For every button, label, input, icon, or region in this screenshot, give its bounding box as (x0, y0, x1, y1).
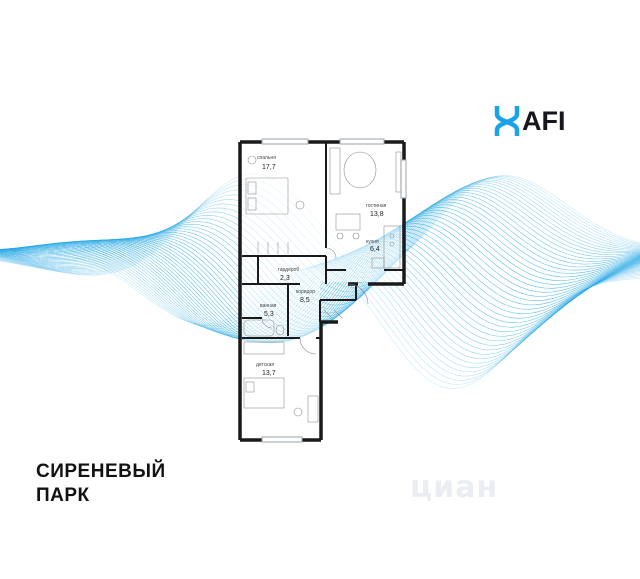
windows (261, 138, 407, 443)
room-area-kitchen: 6,4 (370, 246, 380, 253)
interior-walls (242, 143, 404, 339)
room-label-living: гостиная (366, 203, 387, 209)
tv-stand (395, 151, 402, 193)
afi-logo-text: AFI (522, 105, 566, 136)
room-area-bedroom: 17,7 (262, 164, 276, 171)
apartment-plan: спальня 17,7 гостиная 13,8 кухня 6,4 гар… (238, 138, 407, 443)
room-area-storage: 2,3 (280, 275, 290, 282)
sofa (329, 147, 341, 195)
rug (343, 151, 377, 189)
room-label-bathroom: ванная (260, 303, 277, 309)
bedroom-lamp (247, 155, 257, 165)
project-name-line1: СИРЕНЕВЫЙ (36, 461, 166, 482)
room-area-bathroom: 5,3 (264, 311, 274, 318)
project-name: СИРЕНЕВЫЙ ПАРК (36, 460, 166, 508)
room-label-kids: детская (256, 362, 274, 368)
cian-watermark: циан (410, 470, 499, 505)
room-area-kids: 13,7 (262, 370, 276, 377)
room-label-bedroom: спальня (257, 155, 276, 161)
bathtub (243, 319, 275, 337)
kids-desk (307, 395, 319, 423)
kitchen-counter (383, 225, 401, 269)
bed-bedroom (245, 177, 289, 215)
room-area-corridor: 8,5 (300, 297, 310, 304)
plan-fill-bottom (242, 282, 320, 438)
room-labels: спальня 17,7 гостиная 13,8 кухня 6,4 гар… (256, 155, 387, 377)
room-area-living: 13,8 (370, 211, 384, 218)
room-label-storage: гардероб (278, 267, 299, 273)
dining-table (335, 213, 361, 231)
toilet (275, 324, 285, 336)
furniture (243, 147, 402, 423)
room-label-corridor: коридор (296, 289, 315, 295)
bed-kids (243, 377, 285, 409)
kids-wardrobe (243, 341, 285, 355)
doors (261, 247, 369, 355)
room-label-kitchen: кухня (366, 239, 379, 245)
bedroom-chair (295, 200, 305, 210)
project-name-line2: ПАРК (36, 485, 90, 506)
plan-fill-top (242, 145, 402, 282)
afi-logo: AFI (494, 104, 566, 138)
afi-logo-mark-icon (494, 106, 520, 136)
